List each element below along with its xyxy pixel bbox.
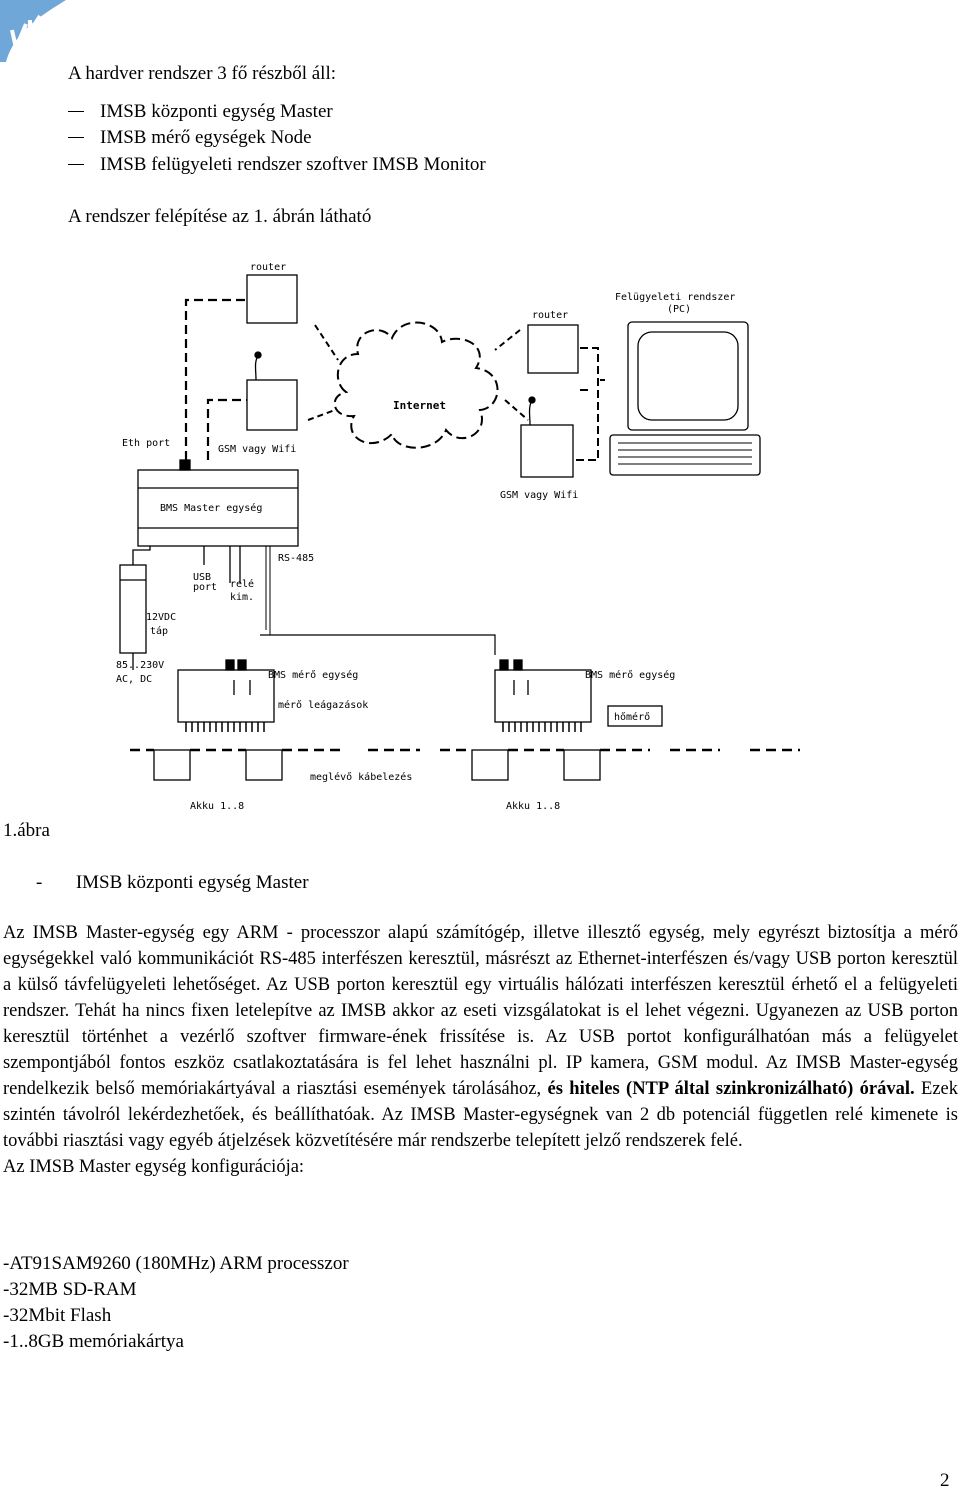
figure-reference: A rendszer felépítése az 1. ábrán láthat…: [68, 206, 372, 227]
config-item: -AT91SAM9260 (180MHz) ARM processzor: [3, 1253, 349, 1274]
router-left-label: router: [250, 262, 286, 273]
supervisor-label: Felügyeleti rendszer: [615, 292, 735, 303]
gsm-left-label: GSM vagy Wifi: [218, 444, 296, 455]
internet-label: Internet: [393, 399, 446, 412]
thermo-label: hőmérő: [614, 711, 650, 723]
akku-left-label: Akku 1..8: [190, 801, 244, 812]
body-text-part: Az IMSB Master-egység egy ARM - processz…: [3, 923, 958, 1099]
node-left-label: BMS mérő egység: [268, 669, 358, 681]
parts-item-text: IMSB központi egység Master: [100, 101, 333, 122]
rele-label-line2: kim.: [230, 592, 254, 603]
router-right-label: router: [532, 310, 568, 321]
cabling-label: meglévő kábelezés: [310, 771, 412, 783]
rele-label-line1: relé: [230, 578, 254, 590]
config-item: -32Mbit Flash: [3, 1305, 112, 1326]
psu-label-line1: 12VDC: [146, 612, 176, 623]
node-right-label: BMS mérő egység: [585, 669, 675, 681]
master-label: BMS Master egység: [160, 502, 262, 514]
section-dash: -: [36, 872, 43, 893]
company-logo: [0, 0, 66, 62]
akku-right-label: Akku 1..8: [506, 801, 560, 812]
body-bold-part: és hiteles (NTP által szinkronizálható) …: [547, 1079, 915, 1099]
usb-label-line1: USB: [193, 572, 211, 583]
figure-caption: 1.ábra: [3, 820, 50, 841]
psu-label-line2: táp: [150, 625, 168, 637]
taps-label: mérő leágazások: [278, 699, 368, 711]
usb-label-line2: port: [193, 582, 217, 593]
supervisor-pc-label: (PC): [667, 304, 691, 315]
parts-item-text: IMSB felügyeleti rendszer szoftver IMSB …: [100, 154, 486, 175]
gsm-right-label: GSM vagy Wifi: [500, 490, 578, 501]
eth-port-label: Eth port: [122, 438, 170, 449]
body-text-part: Ezek szintén távolról lekérdezhetőek, és…: [3, 1079, 959, 1151]
rs485-label: RS-485: [278, 553, 314, 564]
body-paragraph-1: Az IMSB Master-egység egy ARM - processz…: [3, 920, 958, 1154]
intro-text: A hardver rendszer 3 fő részből áll:: [68, 63, 337, 84]
ac-label-line2: AC, DC: [116, 674, 152, 685]
parts-item-text: IMSB mérő egységek Node: [100, 127, 312, 148]
config-item: -1..8GB memóriakártya: [3, 1331, 184, 1352]
page-number: 2: [940, 1470, 950, 1491]
body-paragraph-2: Az IMSB Master egység konfigurációja:: [3, 1157, 305, 1177]
section-heading: - IMSB központi egység Master: [36, 870, 309, 896]
system-diagram: router GSM vagy Wifi Eth port Internet r…: [116, 262, 800, 812]
parts-item: IMSB mérő egységek Node: [68, 125, 312, 151]
body-text: Az IMSB Master-egység egy ARM - processz…: [3, 920, 958, 1180]
parts-item: IMSB központi egység Master: [68, 99, 333, 125]
ac-label-line1: 85..230V: [116, 660, 164, 671]
section-title: IMSB központi egység Master: [75, 872, 309, 893]
parts-item: IMSB felügyeleti rendszer szoftver IMSB …: [68, 152, 486, 178]
config-item: -32MB SD-RAM: [3, 1279, 137, 1300]
